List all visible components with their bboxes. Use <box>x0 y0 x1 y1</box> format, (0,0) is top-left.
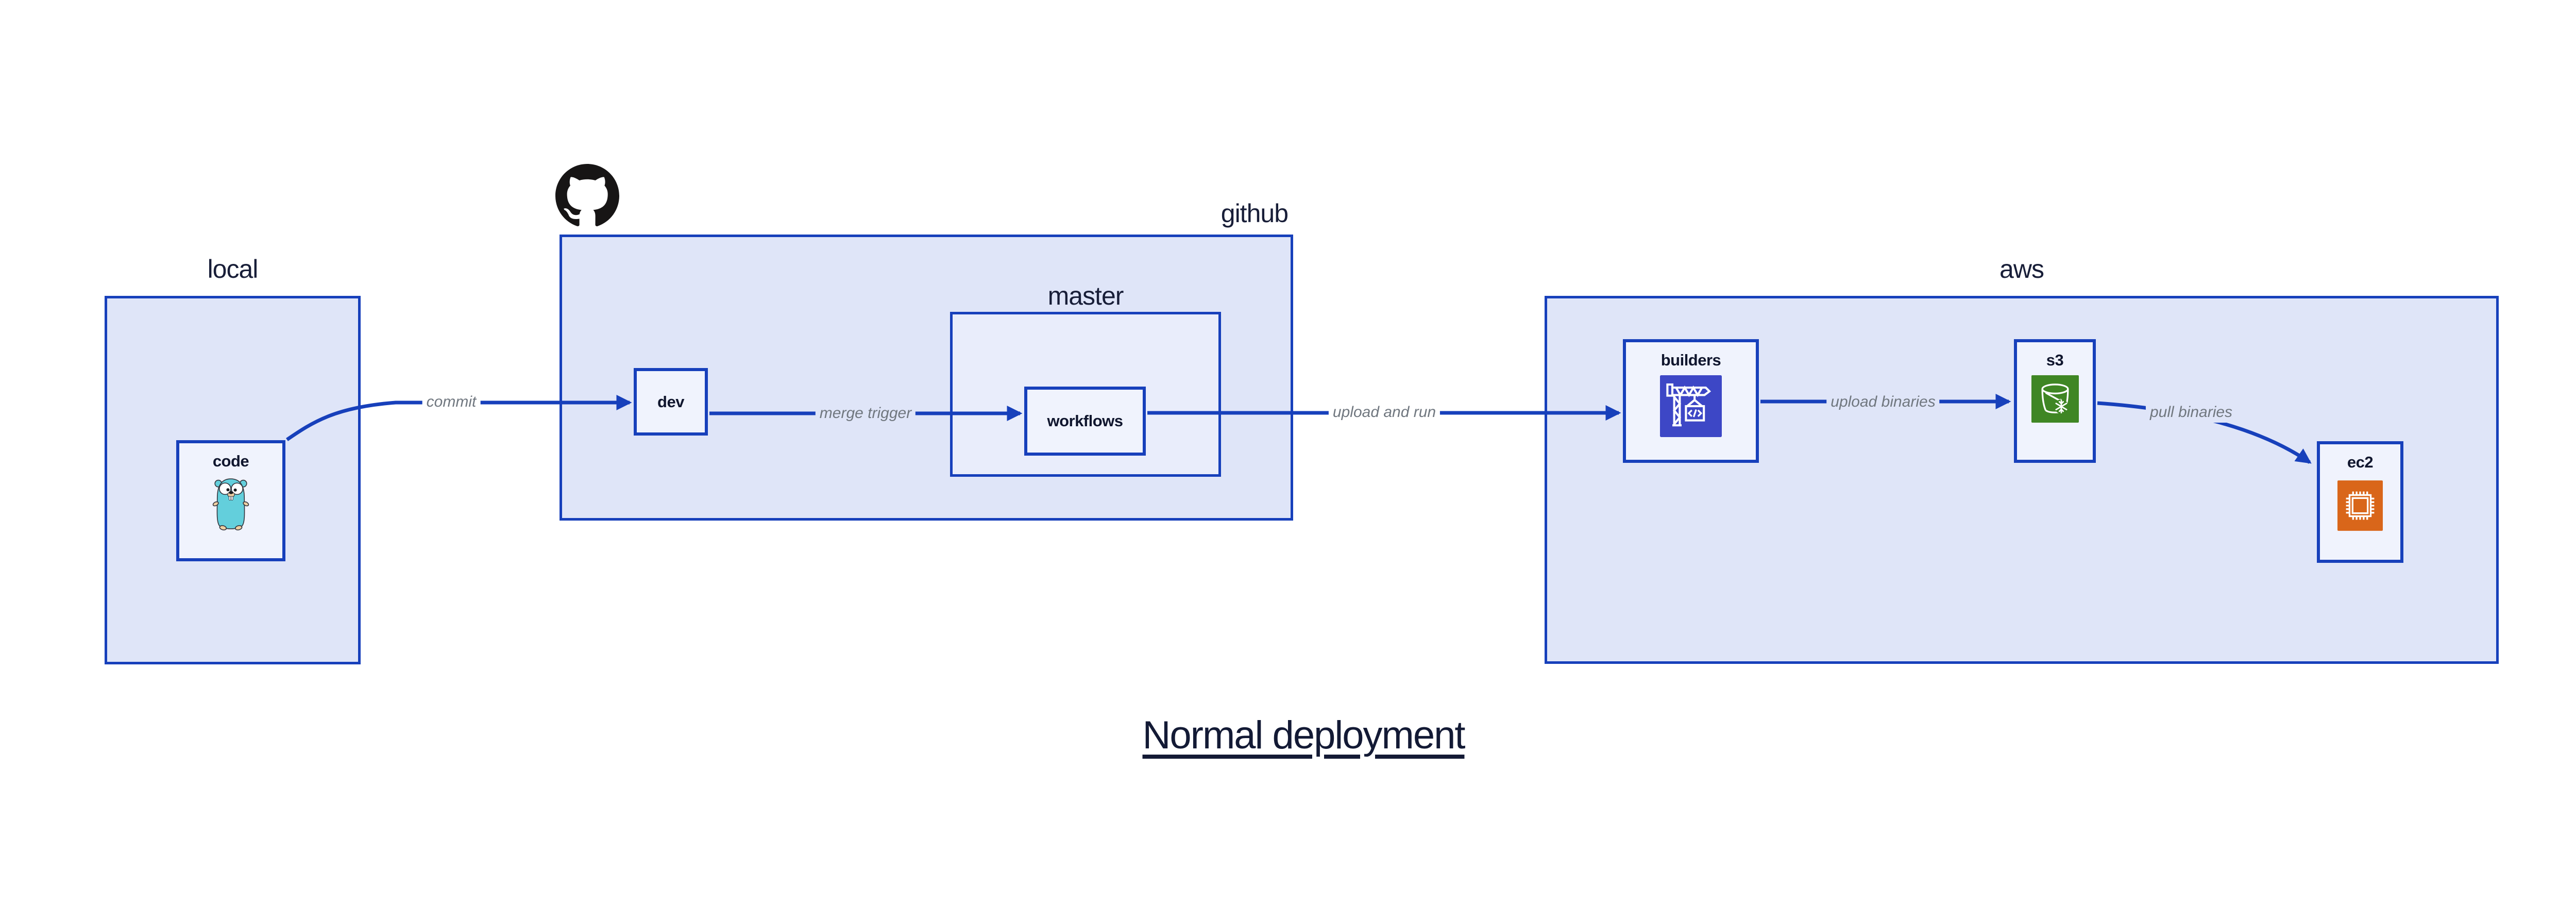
edge-label-commit: commit <box>422 392 481 412</box>
aws-s3-bucket-icon <box>2031 375 2079 423</box>
node-code: code <box>176 440 285 561</box>
diagram-title: Normal deployment <box>1142 713 1466 757</box>
group-label-local: local <box>207 255 259 283</box>
aws-codebuild-crane-icon <box>1660 375 1722 437</box>
node-builders-label: builders <box>1660 351 1721 369</box>
aws-ec2-chip-icon <box>2337 480 2383 531</box>
group-label-aws: aws <box>1999 255 2044 283</box>
edge-label-merge-trigger: merge trigger <box>815 403 916 424</box>
node-builders: builders <box>1623 339 1759 463</box>
group-label-master: master <box>1047 281 1124 310</box>
node-dev: dev <box>634 368 708 436</box>
node-dev-label: dev <box>657 392 684 411</box>
group-label-github: github <box>1221 199 1289 228</box>
edge-label-pull-binaries: pull binaries <box>2145 402 2237 423</box>
node-s3-label: s3 <box>2046 351 2064 369</box>
node-workflows: workflows <box>1024 387 1146 456</box>
node-ec2: ec2 <box>2317 441 2403 563</box>
go-gopher-icon <box>212 478 249 530</box>
node-s3: s3 <box>2014 339 2096 463</box>
node-workflows-label: workflows <box>1047 412 1123 430</box>
edge-label-upload-and-run: upload and run <box>1328 402 1440 423</box>
github-octocat-logo <box>555 164 619 226</box>
edge-label-upload-binaries: upload binaries <box>1826 392 1940 412</box>
node-ec2-label: ec2 <box>2347 453 2374 471</box>
node-code-label: code <box>212 452 249 470</box>
